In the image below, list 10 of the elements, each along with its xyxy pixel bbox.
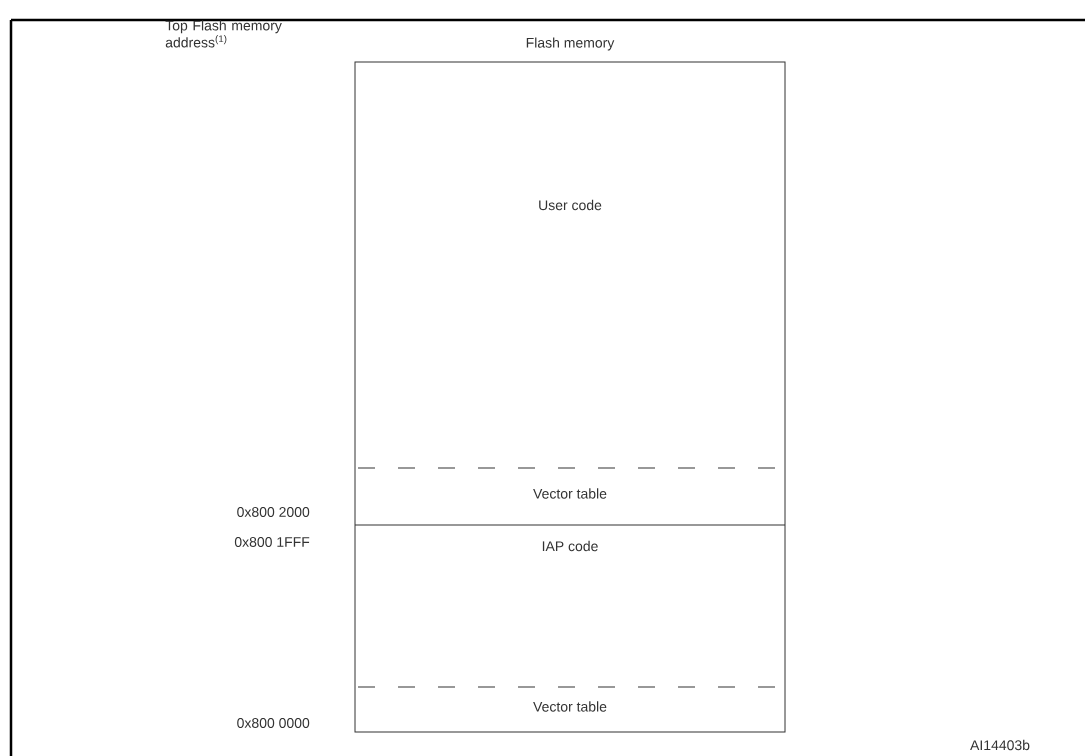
address-label: 0x800 0000 bbox=[237, 718, 310, 728]
memory-region: Vector table bbox=[533, 488, 607, 499]
address-label: 0x800 1FFF bbox=[234, 537, 310, 547]
memory-region: IAP code bbox=[542, 540, 598, 552]
memory-region: User code bbox=[539, 199, 602, 211]
figure-id: AI14403b bbox=[970, 739, 1030, 751]
node-label: Flash memory bbox=[526, 37, 615, 51]
address-label: 0x800 2000 bbox=[237, 507, 310, 517]
top-address-label: Top Flash memory address$^{(1)}$ bbox=[165, 20, 282, 48]
memory-region: Vector table bbox=[533, 701, 607, 712]
